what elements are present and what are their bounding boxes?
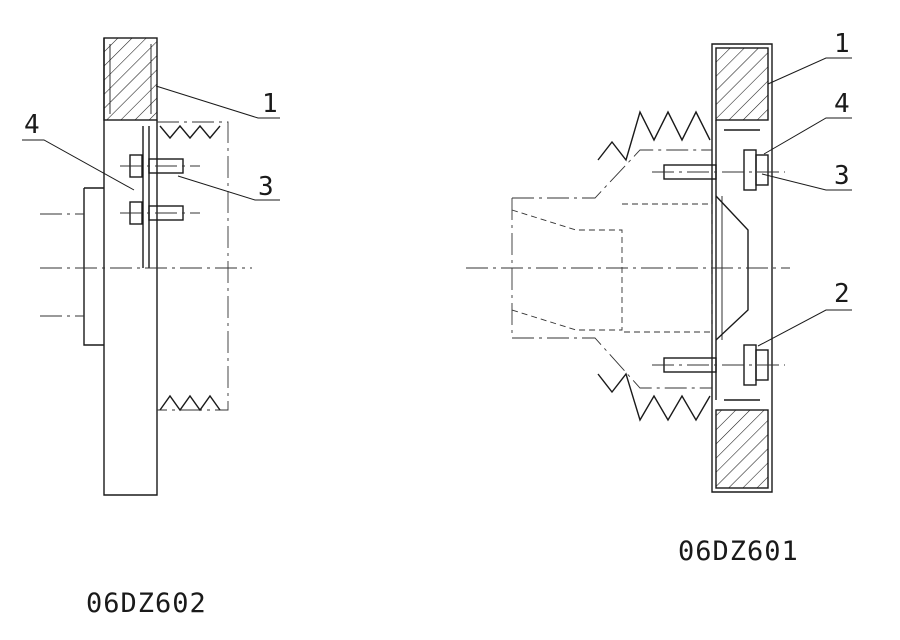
left-callout-3: 3 (258, 172, 274, 202)
left-callout-1: 1 (262, 89, 278, 119)
right-bolt-lower (652, 344, 785, 386)
right-bolt-upper (652, 149, 785, 191)
left-pulley-outline (157, 121, 229, 411)
right-callout-1: 1 (834, 29, 850, 59)
right-callout-2: 2 (834, 279, 850, 309)
model-code-06DZ601: 06DZ601 (678, 536, 799, 567)
left-bolt-lower (120, 201, 200, 225)
left-callout-4: 4 (24, 110, 40, 140)
right-callout-4: 4 (834, 89, 850, 119)
right-rim-lower (715, 409, 769, 489)
right-rim-upper (715, 47, 769, 121)
left-pulley-grooves-bottom (159, 394, 221, 412)
right-leader-3 (761, 173, 852, 191)
left-pulley-grooves-top (159, 124, 221, 140)
right-leader-2 (757, 309, 852, 347)
right-leader-4 (763, 117, 852, 155)
left-leader-3 (177, 175, 280, 201)
left-rim-section (103, 37, 158, 121)
right-leader-1 (767, 57, 852, 85)
left-bolt-upper (120, 154, 200, 178)
right-pulley-grooves-top (597, 110, 711, 162)
left-view-06DZ602 (22, 37, 280, 496)
right-view-06DZ601 (466, 43, 852, 493)
left-leader-1 (155, 85, 280, 119)
left-hub-plate (103, 38, 158, 496)
right-hub-plate (711, 43, 773, 493)
right-pulley-grooves-bottom (597, 372, 711, 422)
right-pulley-outline (512, 149, 712, 389)
right-callout-3: 3 (834, 161, 850, 191)
model-code-06DZ602: 06DZ602 (86, 588, 207, 619)
left-leader-4 (22, 139, 135, 191)
